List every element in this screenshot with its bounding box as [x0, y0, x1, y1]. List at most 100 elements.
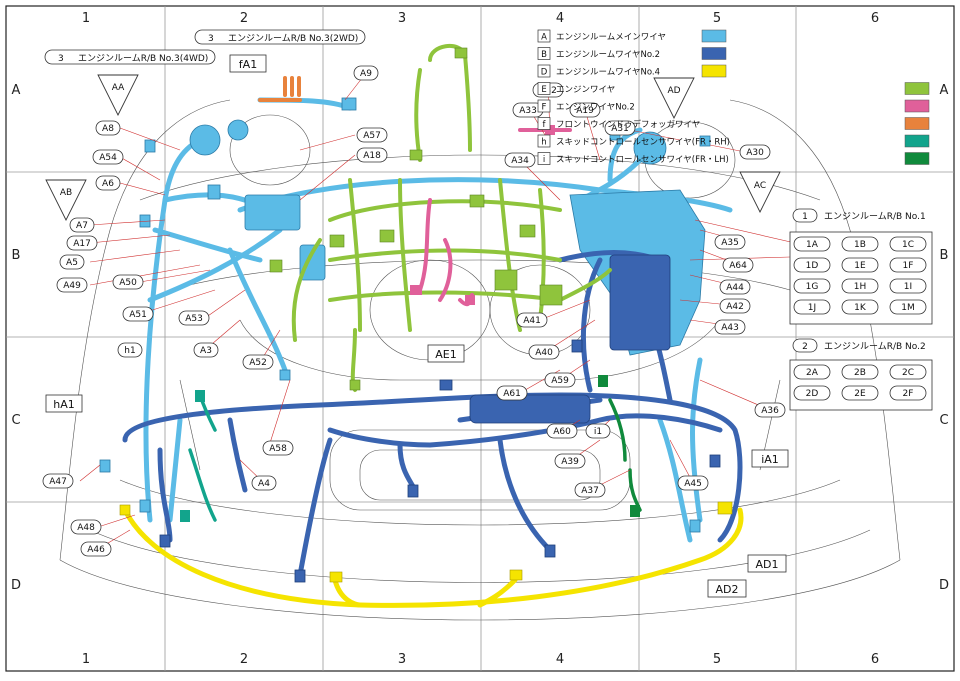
relay-cell-text: 2B [854, 368, 866, 378]
legend-item-i: i スキッドコントロールセンサワイヤ(FR・LH) [537, 152, 930, 165]
connector-label-text: A6 [102, 179, 114, 189]
connector-label-text: A58 [269, 444, 287, 454]
box-label-fa1: fA1 [229, 54, 267, 73]
connector-label-text: A53 [185, 314, 203, 324]
connector-label-a33: A33 [512, 102, 544, 118]
row-label-left-b: B [12, 248, 21, 263]
connector-label-text: A52 [249, 358, 267, 368]
triangle-aa: AA [97, 74, 139, 117]
connector-label-a48: A48 [70, 519, 102, 535]
connector-label-text: A40 [535, 348, 553, 358]
connector-label-a6: A6 [95, 175, 121, 191]
row-label-right-a: A [940, 83, 949, 98]
row-label-left-c: C [11, 413, 20, 428]
legend-label: スキッドコントロールセンサワイヤ(FR・LH) [556, 155, 729, 165]
connector-label-text: A64 [729, 261, 747, 271]
relay-cell-text: 1G [806, 282, 819, 292]
relay-cell-2e: 2E [841, 385, 879, 401]
relay-cell-2f: 2F [889, 385, 927, 401]
grid-lines [6, 6, 954, 671]
legend-code: E [541, 85, 546, 95]
relay-block-title: エンジンルームR/B No.1 [824, 211, 926, 222]
connector-label-a36: A36 [754, 402, 786, 418]
connector-label-a18: A18 [356, 147, 388, 163]
connector-label-a34: A34 [504, 152, 536, 168]
relay-cell-text: 1J [808, 303, 816, 313]
relay-cell-1k: 1K [841, 299, 879, 315]
svg-text:エンジンルームR/B No.3(2WD): エンジンルームR/B No.3(2WD) [228, 33, 358, 44]
legend-code: F [542, 103, 547, 113]
relay-cell-1m: 1M [889, 299, 927, 315]
legend-label: エンジンワイヤNo.2 [556, 103, 635, 113]
col-label-top-1: 1 [82, 11, 90, 26]
relay-block-number: 1 [802, 212, 808, 222]
box-label-ae1: AE1 [427, 344, 465, 363]
connector-label-a60: A60 [546, 423, 578, 439]
harness-d-components [119, 501, 733, 583]
connector-label-a49: A49 [56, 277, 88, 293]
connector-label-a54: A54 [92, 149, 124, 165]
harness-e-components [269, 47, 563, 391]
relay-cell-text: 2C [902, 368, 914, 378]
legend-label: エンジンルームワイヤNo.4 [556, 68, 660, 78]
connector-label-text: A31 [611, 124, 629, 134]
relay-cell-text: 1K [854, 303, 867, 313]
relay-cell-text: 1I [904, 282, 912, 292]
legend-item-f: f フロントウインドゥデフォッガワイヤ [537, 117, 930, 130]
legend-label: フロントウインドゥデフォッガワイヤ [556, 119, 700, 130]
row-label-right-b: B [940, 248, 949, 263]
legend-label: エンジンワイヤ [556, 85, 615, 95]
row-label-right-d: D [939, 578, 949, 593]
col-label-bottom-1: 1 [82, 652, 90, 667]
box-label-ad2: AD2 [707, 579, 747, 598]
relay-cell-1f: 1F [889, 257, 927, 273]
connector-label-a46: A46 [80, 541, 112, 557]
svg-text:AE1: AE1 [435, 348, 456, 361]
legend-code: f [543, 120, 547, 130]
connector-label-text: A17 [73, 239, 91, 249]
connector-label-text: A51 [129, 310, 147, 320]
legend-swatch [701, 29, 727, 43]
relay-cell-text: 2D [806, 389, 819, 399]
svg-text:エンジンルームR/B No.3(4WD): エンジンルームR/B No.3(4WD) [78, 53, 208, 64]
relay-cell-text: 1H [854, 282, 867, 292]
connector-label-text: h1 [124, 346, 135, 356]
connector-label-a4: A4 [251, 475, 277, 491]
relay-cell-2d: 2D [793, 385, 831, 401]
connector-label-text: A18 [363, 151, 381, 161]
legend-swatch [904, 99, 930, 113]
triangle-ab: AB [45, 179, 87, 222]
connector-label-a42: A42 [719, 298, 751, 314]
relay-cell-1j: 1J [793, 299, 831, 315]
triangle-ac: AC [739, 171, 781, 214]
relay-cell-text: 1B [854, 240, 866, 250]
svg-text:AD2: AD2 [716, 583, 739, 596]
legend-swatch [904, 152, 930, 165]
legend-code: B [541, 50, 547, 60]
relay-cell-1h: 1H [841, 278, 879, 294]
box-label-ha1: hA1 [45, 394, 83, 413]
relay-cell-text: 1M [901, 303, 915, 313]
connector-label-text: A60 [553, 427, 571, 437]
connector-label-a53: A53 [178, 310, 210, 326]
connector-label-text: A9 [360, 69, 372, 79]
connector-label-a3: A3 [193, 342, 219, 358]
legend-label: スキッドコントロールセンサワイヤ(FR・RH) [556, 138, 730, 148]
connector-label-text: A46 [87, 545, 105, 555]
triangle-ad: AD [653, 77, 695, 120]
connector-label-text: A30 [746, 148, 764, 158]
connector-label-text: A48 [77, 523, 95, 533]
connector-label-a51: A51 [122, 306, 154, 322]
connector-label-a7: A7 [69, 217, 95, 233]
callout-rb-no3-4wd: 3 エンジンルームR/B No.3(4WD) [44, 49, 216, 65]
connector-label-a5: A5 [59, 254, 85, 270]
relay-cell-1c: 1C [889, 236, 927, 252]
connector-label-a35: A35 [714, 234, 746, 250]
relay-cell-text: 2E [854, 389, 866, 399]
harness-d-wire-no4 [122, 507, 744, 608]
legend-code: i [543, 155, 545, 165]
